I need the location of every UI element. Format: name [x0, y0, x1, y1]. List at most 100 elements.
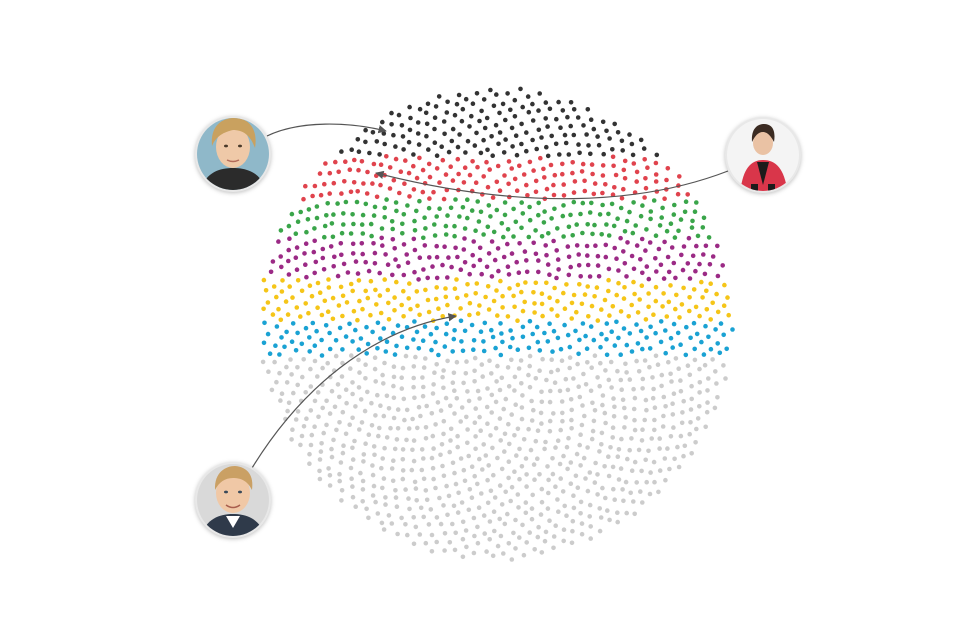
dot-mark	[420, 167, 426, 173]
dot-mark	[519, 225, 524, 231]
dot-mark	[571, 199, 577, 205]
dot-mark	[692, 346, 697, 352]
dot-mark	[369, 400, 374, 406]
dot-mark	[320, 255, 326, 261]
dot-mark	[354, 199, 360, 205]
dot-mark	[363, 441, 368, 447]
dot-mark	[411, 515, 417, 520]
dot-mark	[502, 173, 507, 178]
dot-mark	[400, 457, 406, 462]
dot-mark	[631, 386, 636, 392]
dot-mark	[638, 328, 644, 334]
dot-mark	[502, 431, 508, 437]
dot-mark	[509, 125, 515, 131]
dot-mark	[673, 275, 678, 281]
dot-mark	[320, 246, 326, 252]
dot-mark	[545, 464, 550, 469]
dot-mark	[681, 453, 686, 459]
dot-mark	[496, 268, 501, 274]
dot-mark	[322, 181, 327, 187]
portrait-woman-blonde-icon[interactable]	[195, 116, 271, 192]
dot-mark	[592, 294, 597, 299]
dot-mark	[461, 380, 466, 386]
dot-mark	[610, 154, 616, 160]
dot-mark	[375, 511, 381, 516]
dot-mark	[389, 122, 394, 127]
portrait-woman-red-jacket-icon[interactable]	[725, 117, 801, 195]
dot-mark	[462, 236, 467, 241]
dot-mark	[513, 219, 519, 225]
dot-mark	[562, 306, 568, 312]
dot-mark	[348, 231, 354, 236]
dot-mark	[495, 363, 500, 369]
dot-mark	[326, 466, 331, 471]
dot-mark	[261, 340, 267, 346]
dot-mark	[499, 466, 505, 472]
dot-mark	[500, 339, 505, 345]
dot-mark	[418, 505, 424, 511]
dot-mark	[382, 215, 388, 220]
dot-mark	[317, 290, 323, 296]
dot-mark	[452, 411, 457, 416]
dot-mark	[399, 515, 404, 521]
dot-mark	[364, 324, 369, 330]
dot-mark	[569, 300, 575, 306]
dot-mark	[302, 251, 307, 256]
dot-mark	[481, 137, 486, 143]
dot-mark	[521, 172, 527, 177]
dot-mark	[427, 255, 432, 260]
dot-mark	[622, 425, 627, 430]
dot-mark	[450, 349, 456, 354]
dot-mark	[598, 344, 603, 350]
dot-mark	[655, 362, 661, 368]
dot-mark	[329, 446, 334, 452]
dot-mark	[374, 302, 379, 307]
dot-mark	[683, 199, 689, 204]
dot-mark	[620, 148, 625, 153]
dot-mark	[569, 540, 575, 546]
dot-mark	[403, 353, 409, 359]
dot-mark	[641, 146, 647, 151]
dot-mark	[610, 425, 616, 431]
dot-mark	[670, 412, 676, 417]
dot-mark	[527, 363, 532, 369]
dot-mark	[361, 459, 366, 464]
dot-mark	[455, 433, 460, 439]
dot-mark	[324, 398, 329, 404]
dot-mark	[497, 110, 502, 116]
dot-mark	[660, 424, 666, 429]
dot-mark	[559, 358, 565, 364]
dot-mark	[522, 249, 528, 254]
dot-mark	[503, 396, 509, 402]
dot-mark	[620, 397, 626, 403]
dot-mark	[474, 281, 480, 286]
dot-mark	[501, 234, 506, 240]
dot-mark	[321, 430, 327, 436]
portrait-man-blond-icon[interactable]	[195, 462, 271, 540]
dot-mark	[544, 252, 549, 258]
dot-mark	[348, 366, 353, 371]
dot-mark	[519, 200, 524, 205]
dot-mark	[514, 453, 519, 458]
dot-mark	[495, 455, 500, 461]
dot-mark	[432, 222, 437, 227]
dot-mark	[269, 387, 275, 393]
dot-mark	[538, 512, 544, 517]
dot-mark	[356, 149, 362, 154]
dot-mark	[648, 470, 653, 475]
dot-mark	[448, 205, 454, 211]
dot-mark	[495, 543, 501, 549]
dot-mark	[619, 436, 624, 442]
dot-mark	[538, 155, 543, 161]
dot-mark	[381, 381, 386, 386]
dot-mark	[618, 466, 624, 471]
dot-mark	[606, 277, 611, 283]
dot-mark	[411, 337, 416, 342]
dot-mark	[452, 233, 457, 239]
dot-mark	[679, 302, 685, 307]
dot-mark	[519, 289, 524, 295]
dot-mark	[579, 531, 585, 537]
dot-mark	[600, 119, 606, 125]
dot-mark	[415, 303, 420, 309]
dot-mark	[372, 261, 378, 266]
